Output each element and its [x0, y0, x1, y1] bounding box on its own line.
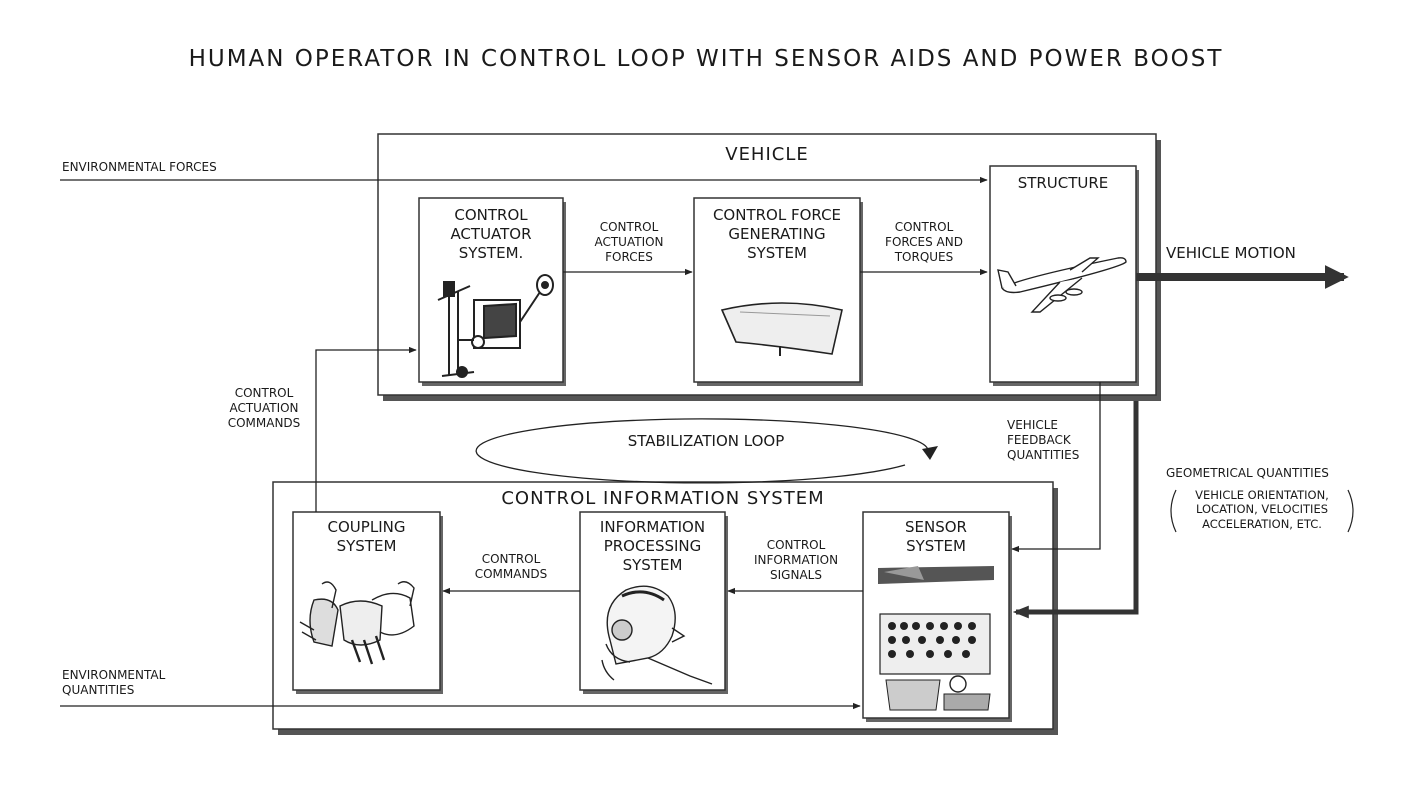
stabilization-loop-ellipse — [475, 418, 938, 484]
left-paren — [1170, 489, 1177, 533]
environmental-forces-label: ENVIRONMENTAL FORCES — [62, 160, 217, 174]
actuator-mechanism-icon — [437, 274, 554, 378]
right-paren — [1347, 489, 1354, 533]
cockpit-panel-icon — [878, 566, 994, 711]
cis-label: CONTROL INFORMATION SYSTEM — [501, 488, 825, 509]
force-block — [693, 197, 863, 386]
stabilization-loop-label: STABILIZATION LOOP — [627, 432, 785, 450]
actuation-commands-arrow — [315, 346, 417, 512]
vehicle-motion-label: VEHICLE MOTION — [1166, 244, 1296, 262]
geometrical-detail-label: VEHICLE ORIENTATION,LOCATION, VELOCITIES… — [1195, 488, 1329, 531]
diagram-title: HUMAN OPERATOR IN CONTROL LOOP WITH SENS… — [188, 46, 1224, 72]
structure-block — [989, 165, 1139, 386]
vehicle-label: VEHICLE — [725, 144, 809, 165]
geometrical-quantities-arrow — [1012, 401, 1139, 619]
feedback-arrow — [1011, 382, 1101, 553]
pilot-hands-icon — [299, 581, 415, 665]
airplane-icon — [997, 257, 1127, 313]
pilot-head-icon — [601, 585, 713, 685]
structure-label: STRUCTURE — [1017, 174, 1109, 192]
geometrical-quantities-label: GEOMETRICAL QUANTITIES — [1166, 466, 1329, 480]
processing-block — [579, 511, 728, 694]
wing-surface-icon — [720, 302, 843, 356]
